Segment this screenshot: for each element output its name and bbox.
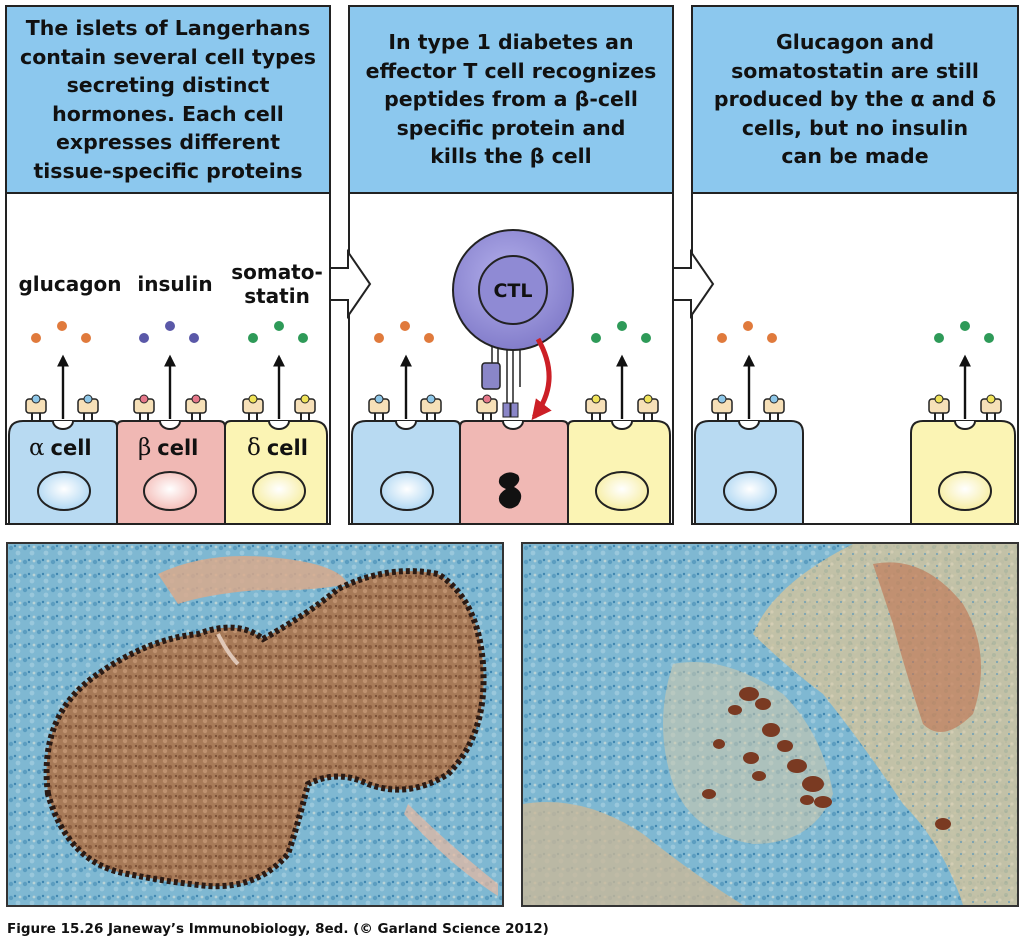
micrograph-diabetic-islet <box>521 542 1019 907</box>
mhc-receptor <box>134 395 154 421</box>
somatostatin-granules <box>591 321 651 343</box>
alpha-cell-word: cell <box>51 436 92 460</box>
micrograph-normal-islet <box>6 542 504 907</box>
delta-cell <box>911 357 1015 523</box>
panel-t-cell-attack: In type 1 diabetes an effector T cell re… <box>348 5 674 525</box>
panel-normal-islet: The islets of Langerhans contain several… <box>5 5 331 525</box>
glucagon-granules <box>374 321 434 343</box>
delta-cell-word: cell <box>267 436 308 460</box>
mhc-receptor <box>243 395 263 421</box>
mhc-receptor <box>26 395 46 421</box>
diabetic-islet-image <box>523 544 1017 905</box>
mhc-receptor <box>78 395 98 421</box>
somatostatin-granules <box>934 321 994 343</box>
delta-symbol: δ <box>247 435 261 461</box>
ctl-label: CTL <box>493 280 532 302</box>
t-cell-killing-diagram: CTL <box>350 7 672 523</box>
insulin-granules <box>139 321 199 343</box>
alpha-cell <box>695 357 803 523</box>
figure-caption: Figure 15.26 Janeway’s Immunobiology, 8e… <box>7 921 549 937</box>
glucagon-granules <box>31 321 91 343</box>
panel-beta-cell-loss: Glucagon and somatostatin are still prod… <box>691 5 1019 525</box>
somatostatin-granules <box>248 321 308 343</box>
beta-symbol: β <box>138 435 151 461</box>
kill-arrow <box>534 339 549 417</box>
mhc-receptor <box>295 395 315 421</box>
alpha-symbol: α <box>29 435 45 461</box>
glucagon-granules <box>717 321 777 343</box>
ctl-cell: CTL <box>453 230 573 350</box>
delta-cell <box>568 357 670 523</box>
beta-cell-word: cell <box>157 436 198 460</box>
mhc-receptor <box>186 395 206 421</box>
transition-arrow-2 <box>671 248 717 320</box>
alpha-cell <box>352 357 460 523</box>
transition-arrow-1 <box>328 248 374 320</box>
remaining-cells-diagram <box>693 7 1017 523</box>
normal-islet-image <box>8 544 502 905</box>
